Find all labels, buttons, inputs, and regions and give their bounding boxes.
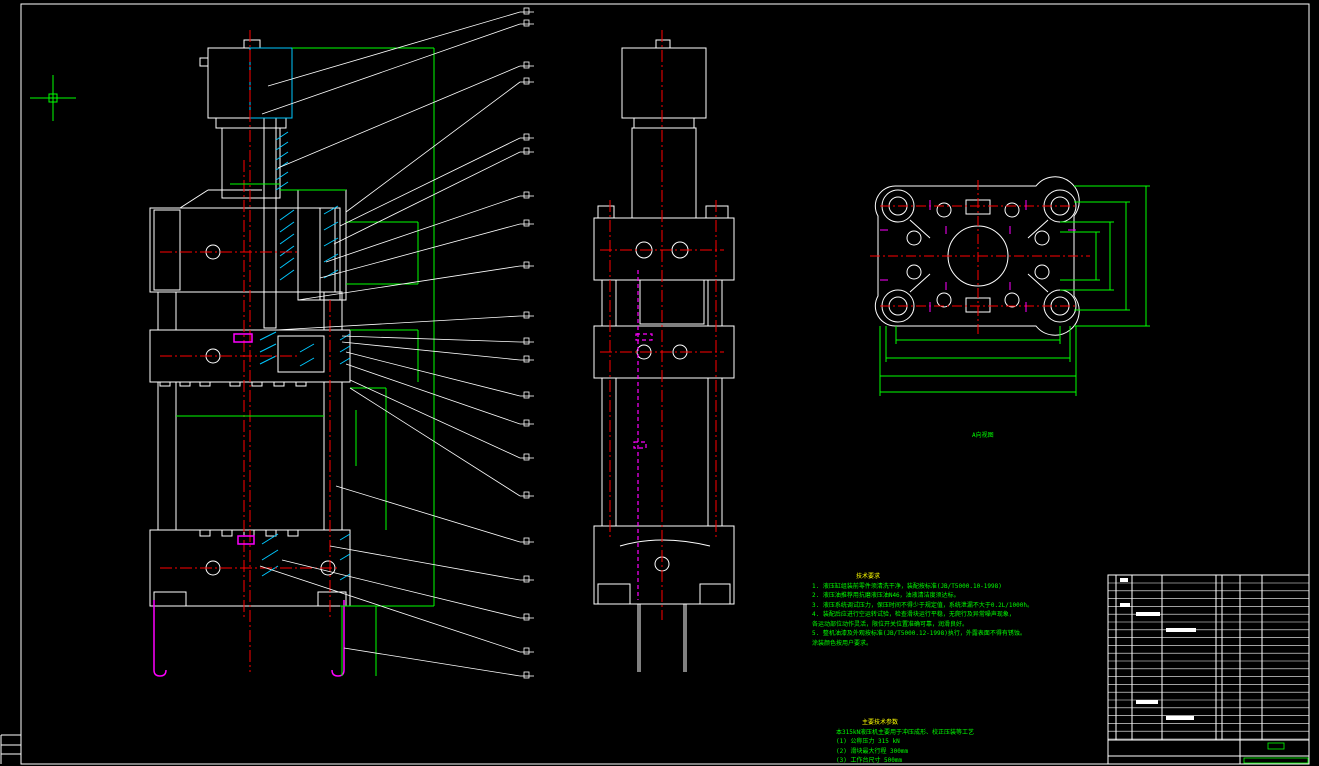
title-block: [1107, 574, 1310, 765]
a-direction-view: [874, 176, 1080, 336]
tech-line: 5. 整机油漆及外观按标准(JB/T5000.12-1998)执行，外露表面不得…: [812, 630, 1026, 637]
balloon-marker: [523, 647, 530, 655]
balloon-marker: [523, 61, 530, 69]
front-view-hatch: [249, 47, 351, 581]
a-view-label: A向视图: [972, 431, 994, 439]
a-view-dimensions: [879, 185, 1150, 396]
front-view-centerlines: [160, 30, 340, 672]
balloon-marker: [523, 537, 530, 545]
balloon-marker: [523, 575, 530, 583]
front-view-dimensions: [176, 47, 435, 676]
balloon-marker: [523, 19, 530, 27]
balloon-marker: [523, 219, 530, 227]
title-block-footer: [1243, 742, 1309, 764]
balloon-marker: [523, 7, 530, 15]
performance-heading: 主要技术参数: [862, 719, 899, 726]
balloon-marker: [523, 77, 530, 85]
performance-params: 主要技术参数 本315kN液压机主要用于冲压成形、校正压装等工艺 (1) 公称压…: [836, 718, 1056, 766]
performance-line: 本315kN液压机主要用于冲压成形、校正压装等工艺: [836, 728, 975, 736]
tech-line: 1. 液压缸组装前零件须清洗干净，装配按标准(JB/T5000.10-1998): [812, 582, 1002, 590]
title-block-rows: [1108, 582, 1309, 740]
performance-line: (2) 滑块最大行程 300mm: [836, 747, 909, 755]
balloon-marker: [523, 419, 530, 427]
balloon-marker: [523, 391, 530, 399]
lifting-hooks: [153, 333, 345, 677]
balloon-marker: [523, 311, 530, 319]
side-view: [593, 39, 735, 672]
side-view-centerlines: [600, 30, 724, 620]
tech-line: 4. 装配后应进行空运转试验，检查滑块运行平稳，无爬行及异常噪声现象，: [812, 611, 1015, 618]
tech-line: 2. 液压油推荐用抗磨液压油N46，油液清洁度须达标。: [812, 592, 960, 599]
balloon-marker: [523, 453, 530, 461]
part-balloons: [520, 7, 534, 679]
title-block-fills: [1120, 578, 1196, 720]
balloon-marker: [523, 261, 530, 269]
tech-line: 3. 液压系统调试压力，保压时间不得少于规定值，系统泄漏不大于0.2L/1000…: [812, 601, 1033, 609]
part-leaders: [259, 11, 521, 677]
performance-line: (3) 工作台尺寸 500mm: [836, 757, 903, 764]
drawing-border: [0, 3, 1310, 765]
balloon-marker: [523, 613, 530, 621]
balloon-marker: [523, 671, 530, 679]
tech-line: 各运动部位动作灵活，限位开关位置准确可靠，润滑良好。: [812, 620, 969, 628]
balloon-marker: [523, 133, 530, 141]
a-view-centerlines: [870, 180, 1090, 334]
balloon-marker: [523, 147, 530, 155]
balloon-marker: [523, 191, 530, 199]
tech-requirements: 技术要求 1. 液压缸组装前零件须清洗干净，装配按标准(JB/T5000.10-…: [812, 572, 1048, 648]
balloon-marker: [523, 355, 530, 363]
a-view-magenta: [880, 200, 1076, 312]
tech-line: 涂装颜色按用户要求。: [812, 639, 873, 647]
tech-requirements-heading: 技术要求: [856, 573, 881, 580]
side-view-magenta: [633, 270, 653, 600]
balloon-marker: [523, 491, 530, 499]
balloon-marker: [523, 337, 530, 345]
performance-line: (1) 公称压力 315 kN: [836, 738, 900, 745]
crosshair-cursor-icon: [30, 75, 76, 121]
